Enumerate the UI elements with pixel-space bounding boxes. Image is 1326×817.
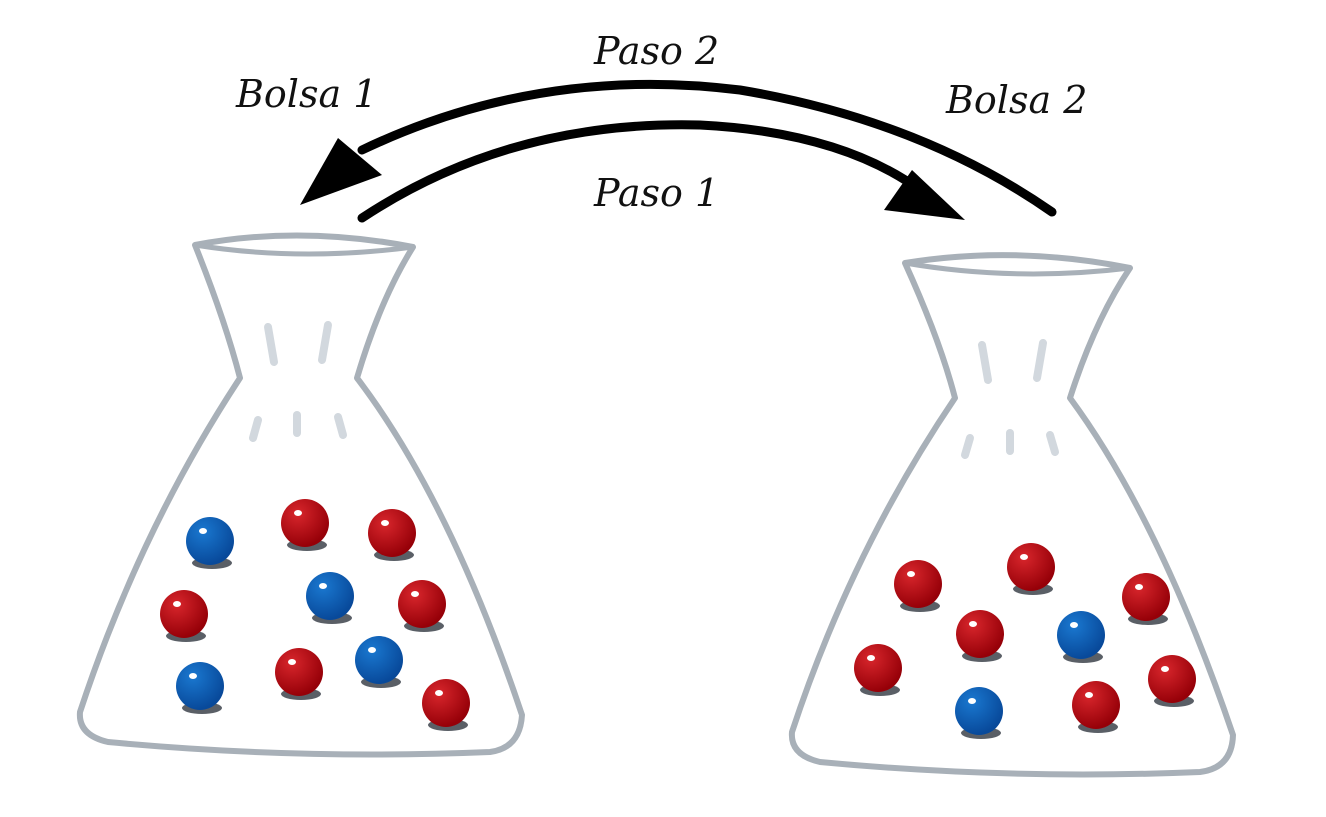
red-ball-bag-1 — [368, 509, 416, 561]
step-2-label: Paso 2 — [594, 29, 720, 73]
blue-ball-bag-2 — [1057, 611, 1105, 663]
red-ball-bag-1 — [160, 590, 208, 642]
red-ball-bag-2 — [1122, 573, 1170, 625]
bag-2-neck-folds — [961, 339, 1059, 459]
red-ball-bag-2 — [1007, 543, 1055, 595]
bag-2-rim — [904, 260, 1131, 277]
blue-ball-bag-1 — [176, 662, 224, 714]
red-ball-bag-1 — [281, 499, 329, 551]
blue-ball-bag-1 — [355, 636, 403, 688]
red-ball-bag-2 — [894, 560, 942, 612]
arrow-step-2 — [300, 79, 1057, 217]
arrow-step-1-head — [884, 170, 965, 220]
arrow-step-1 — [357, 120, 965, 223]
red-ball-bag-1 — [422, 679, 470, 731]
red-ball-bag-2 — [1072, 681, 1120, 733]
red-ball-bag-2 — [1148, 655, 1196, 707]
balls-layer — [160, 499, 1196, 739]
blue-ball-bag-1 — [186, 517, 234, 569]
bag-2-outline — [788, 252, 1236, 778]
red-ball-bag-1 — [275, 648, 323, 700]
red-ball-bag-1 — [398, 580, 446, 632]
bag-2 — [788, 252, 1236, 778]
bag-2-label: Bolsa 2 — [946, 78, 1088, 122]
arrow-step-2-head — [300, 138, 382, 205]
red-ball-bag-2 — [956, 610, 1004, 662]
red-ball-bag-2 — [854, 644, 902, 696]
bag-1-neck-folds — [249, 321, 347, 442]
blue-ball-bag-1 — [306, 572, 354, 624]
bag-1-rim — [194, 242, 414, 257]
bag-1-label: Bolsa 1 — [236, 72, 378, 116]
step-1-label: Paso 1 — [594, 171, 720, 215]
blue-ball-bag-2 — [955, 687, 1003, 739]
